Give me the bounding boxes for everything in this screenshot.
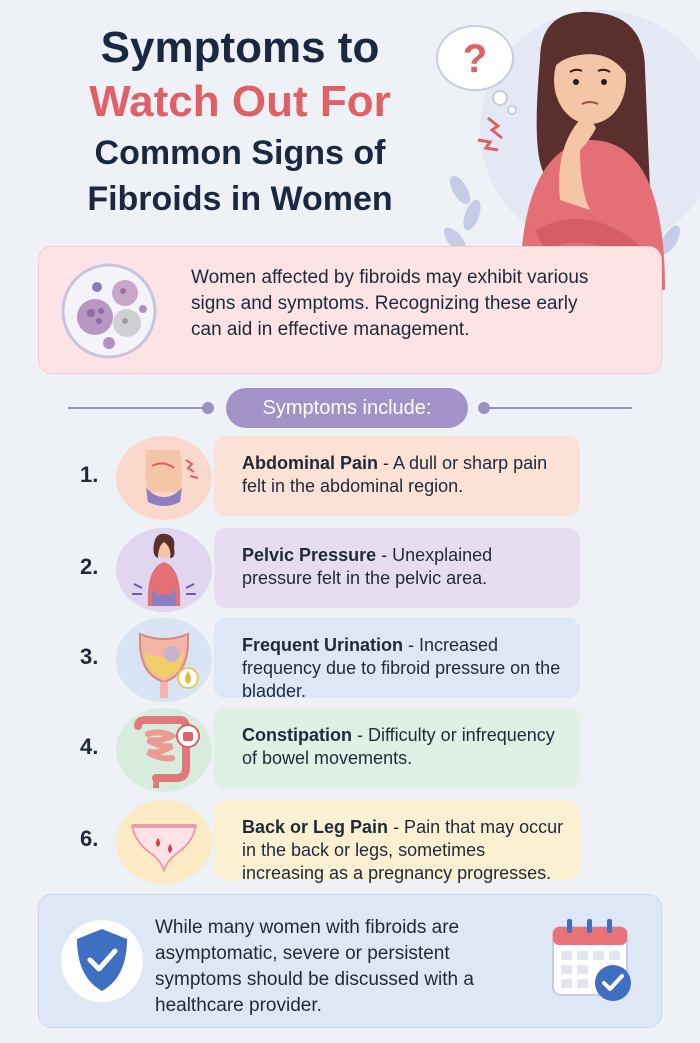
section-divider xyxy=(68,398,632,418)
svg-text:?: ? xyxy=(463,37,487,81)
intestine-icon xyxy=(116,708,212,792)
title-block: Symptoms to Watch Out For Common Signs o… xyxy=(40,22,440,222)
symptom-description: - Unexplained pressure felt in the pelvi… xyxy=(242,545,493,588)
shield-check-icon xyxy=(59,915,145,1007)
symptom-number: 2. xyxy=(80,554,99,579)
intro-card: Women affected by fibroids may exhibit v… xyxy=(38,246,662,374)
footer-card: While many women with fibroids are asymp… xyxy=(38,894,662,1028)
symptom-number: 3. xyxy=(80,644,99,669)
pelvic-pressure-icon xyxy=(116,528,212,612)
symptom-name: Abdominal Pain xyxy=(242,453,379,473)
thought-bubble-icon: ? xyxy=(436,25,517,115)
symptom-card: Frequent Urination - Increased frequency… xyxy=(214,618,580,701)
symptom-row: 3. Frequent Urination - Increased freque… xyxy=(0,618,700,702)
intro-text: Women affected by fibroids may exhibit v… xyxy=(191,267,589,340)
symptom-name: Constipation xyxy=(242,725,352,745)
abdomen-pain-icon xyxy=(116,436,212,520)
symptom-row: 1. Abdominal Pain - A dull or sharp pain… xyxy=(0,436,700,520)
symptom-name: Back or Leg Pain xyxy=(242,817,389,837)
title-line-2: Watch Out For xyxy=(89,77,391,126)
stress-marks-icon xyxy=(477,116,503,152)
symptom-description: - Increased frequency due to fibroid pre… xyxy=(242,635,561,701)
symptom-description: - A dull or sharp pain felt in the abdom… xyxy=(242,453,548,496)
symptom-number: 4. xyxy=(80,734,99,759)
symptom-name: Frequent Urination xyxy=(242,635,403,655)
symptom-row: 6. Back or Leg Pain - Pain that may occu… xyxy=(0,800,700,884)
bladder-icon xyxy=(116,618,212,702)
symptom-name: Pelvic Pressure xyxy=(242,545,377,565)
footer-text: While many women with fibroids are asymp… xyxy=(155,917,474,1016)
symptom-card: Back or Leg Pain - Pain that may occur i… xyxy=(214,800,580,883)
hand xyxy=(559,120,596,210)
symptom-description: - Pain that may occur in the back or leg… xyxy=(242,817,564,883)
symptom-description: - Difficulty or infrequency of bowel mov… xyxy=(242,725,555,768)
underwear-icon xyxy=(116,800,212,884)
title-line-1: Symptoms to xyxy=(100,23,380,72)
symptom-row: 4. Constipation - Difficulty or infreque… xyxy=(0,708,700,792)
symptom-number: 1. xyxy=(80,462,99,487)
symptom-card: Constipation - Difficulty or infrequency… xyxy=(214,708,580,788)
cells-icon xyxy=(61,263,157,359)
symptom-number: 6. xyxy=(80,826,99,851)
section-label: Symptoms include: xyxy=(226,388,468,428)
symptom-card: Pelvic Pressure - Unexplained pressure f… xyxy=(214,528,580,608)
calendar-check-icon xyxy=(545,917,641,1007)
subtitle-line-1: Common Signs of xyxy=(94,134,386,172)
subtitle-line-2: Fibroids in Women xyxy=(87,180,393,218)
symptom-row: 2. Pelvic Pressure - Unexplained pressur… xyxy=(0,528,700,612)
symptom-card: Abdominal Pain - A dull or sharp pain fe… xyxy=(214,436,580,516)
